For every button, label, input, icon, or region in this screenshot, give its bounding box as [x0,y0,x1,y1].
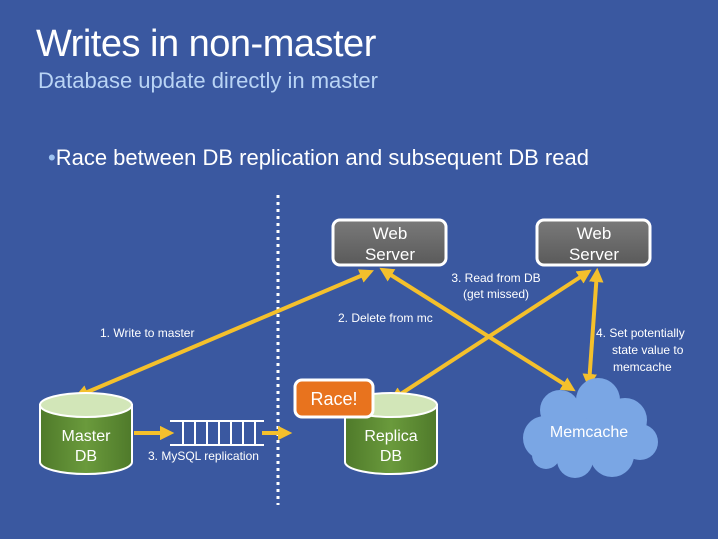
race-badge: Race! [293,378,375,419]
web-server-2: Web Server [535,218,652,267]
edge-label-delete-from-mc: 2. Delete from mc [338,311,433,325]
arrow-set-memcache [582,267,604,389]
race-badge-label: Race! [310,389,357,409]
edge-label-set-memcache-line2: state value to [612,343,684,357]
replica-db-label-line1: Replica [364,428,417,445]
master-db-label-line2: DB [75,448,97,465]
web-server-1: Web Server [331,218,448,267]
edge-label-read-from-db-line2: (get missed) [463,287,529,301]
edge-label-set-memcache-line1: 4. Set potentially [596,326,685,340]
web-server-2-label-line1: Web [577,224,612,243]
arrow-write-to-master [74,269,374,399]
replication-queue-icon [170,420,264,446]
edge-label-read-from-db-line1: 3. Read from DB [451,271,540,285]
replica-db-label-line2: DB [380,448,402,465]
web-server-1-label-line2: Server [365,245,415,264]
web-server-1-label-line1: Web [373,224,408,243]
master-db: Master DB [39,392,133,475]
memcache-cloud: Memcache [523,378,658,478]
memcache-label: Memcache [550,424,628,441]
master-db-label-line1: Master [62,428,112,445]
bullet-icon: • [48,145,56,170]
edge-label-set-memcache-line3: memcache [613,360,672,374]
web-server-2-label-line2: Server [569,245,619,264]
bullet-point: •Race between DB replication and subsequ… [48,143,589,173]
slide-subtitle: Database update directly in master [38,68,378,93]
bullet-text: Race between DB replication and subseque… [55,145,589,170]
arrow-read-from-db [389,269,592,402]
edge-label-write-to-master: 1. Write to master [100,326,194,340]
edge-label-mysql-replication: 3. MySQL replication [148,449,259,463]
slide-title: Writes in non-master [36,23,376,65]
